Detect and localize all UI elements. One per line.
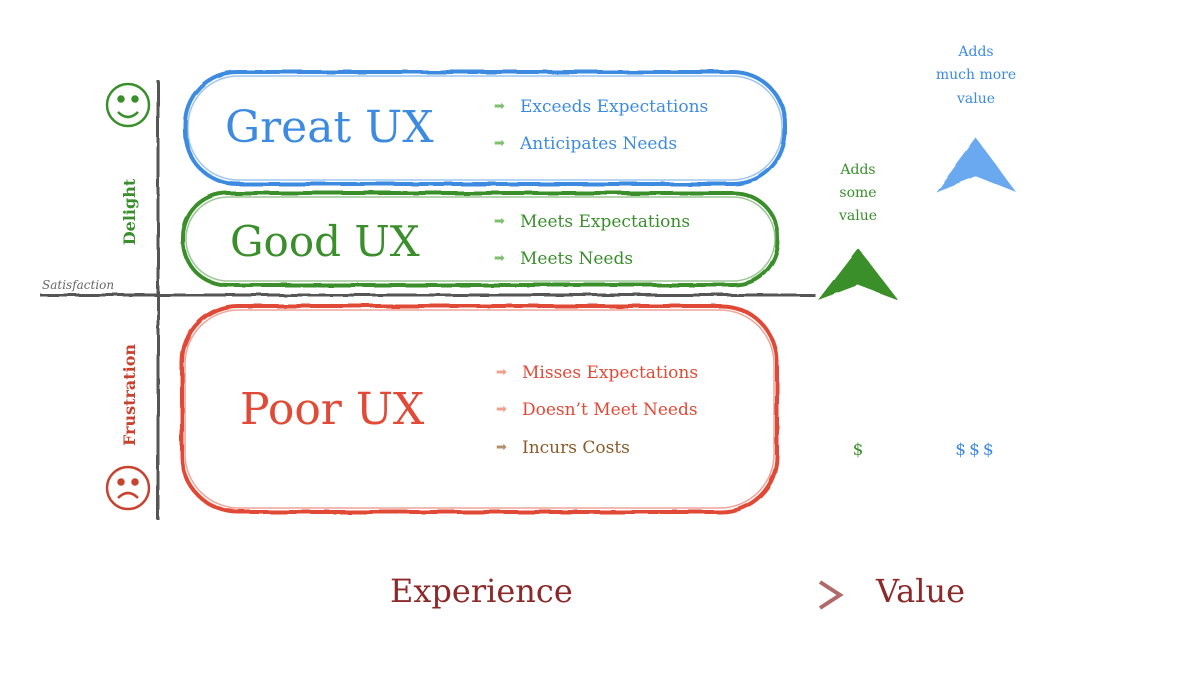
poor-ux-points: ➡ Misses Expectations ➡ Doesn’t Meet Nee… bbox=[496, 363, 698, 458]
great-point-1: Exceeds Expectations bbox=[520, 97, 708, 117]
some-value-caption-3: value bbox=[838, 208, 877, 224]
axes bbox=[40, 80, 815, 520]
bullet-arrow-icon: ➡ bbox=[496, 402, 507, 417]
poor-ux-title: Poor UX bbox=[240, 384, 425, 435]
much-value-arrow: Adds much more value $$$ bbox=[936, 44, 1016, 460]
great-ux-outline bbox=[183, 70, 787, 186]
some-value-caption-2: some bbox=[839, 185, 876, 201]
poor-ux-outline bbox=[180, 304, 779, 514]
experience-to-value: Experience Value bbox=[390, 572, 965, 610]
delight-label: Delight bbox=[120, 178, 139, 245]
good-point-1: Meets Expectations bbox=[520, 212, 690, 232]
value-label: Value bbox=[875, 572, 965, 610]
poor-point-1: Misses Expectations bbox=[522, 363, 698, 383]
some-value-caption-1: Adds bbox=[839, 162, 875, 178]
bullet-arrow-icon: ➡ bbox=[494, 214, 505, 229]
great-ux-title: Great UX bbox=[225, 102, 434, 153]
much-value-cost: $$$ bbox=[955, 440, 996, 460]
poor-point-3: Incurs Costs bbox=[522, 438, 630, 458]
great-ux-points: ➡ Exceeds Expectations ➡ Anticipates Nee… bbox=[494, 97, 708, 154]
bullet-arrow-icon: ➡ bbox=[494, 99, 505, 114]
some-value-arrow: Adds some value $ bbox=[818, 162, 898, 460]
great-point-2: Anticipates Needs bbox=[519, 134, 677, 154]
experience-label: Experience bbox=[390, 572, 573, 610]
smiley-face-icon bbox=[105, 82, 151, 128]
bullet-arrow-icon: ➡ bbox=[496, 365, 507, 380]
satisfaction-label: Satisfaction bbox=[42, 278, 114, 292]
much-value-caption-2: much more bbox=[936, 67, 1016, 83]
good-ux-points: ➡ Meets Expectations ➡ Meets Needs bbox=[494, 212, 690, 269]
poor-point-2: Doesn’t Meet Needs bbox=[522, 400, 698, 420]
bullet-arrow-icon: ➡ bbox=[496, 440, 507, 455]
some-value-cost: $ bbox=[853, 440, 864, 460]
poor-ux-box: Poor UX ➡ Misses Expectations ➡ Doesn’t … bbox=[180, 304, 779, 514]
great-ux-box: Great UX ➡ Exceeds Expectations ➡ Antici… bbox=[183, 70, 787, 186]
experience-value-arrow-head bbox=[818, 580, 844, 610]
frown-face-icon bbox=[105, 465, 151, 511]
bullet-arrow-icon: ➡ bbox=[494, 136, 505, 151]
much-value-caption-3: value bbox=[956, 91, 995, 107]
good-point-2: Meets Needs bbox=[520, 249, 633, 269]
frustration-label: Frustration bbox=[120, 344, 139, 446]
good-ux-title: Good UX bbox=[230, 217, 420, 266]
bullet-arrow-icon: ➡ bbox=[494, 251, 505, 266]
good-ux-box: Good UX ➡ Meets Expectations ➡ Meets Nee… bbox=[181, 191, 780, 287]
much-value-caption-1: Adds bbox=[957, 44, 993, 60]
good-ux-outline bbox=[181, 191, 780, 287]
